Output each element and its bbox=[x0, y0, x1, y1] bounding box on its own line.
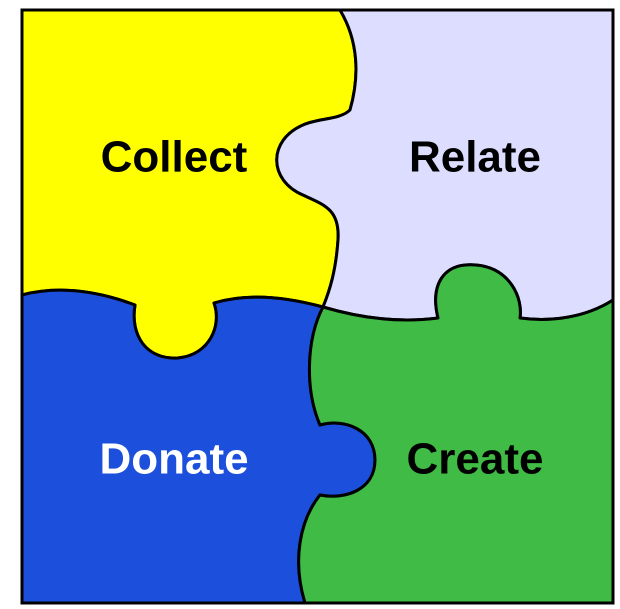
collect-label: Collect bbox=[101, 133, 248, 182]
puzzle-frame bbox=[20, 8, 615, 605]
donate-label: Donate bbox=[99, 435, 248, 484]
create-label: Create bbox=[407, 435, 544, 484]
relate-label: Relate bbox=[409, 133, 541, 182]
